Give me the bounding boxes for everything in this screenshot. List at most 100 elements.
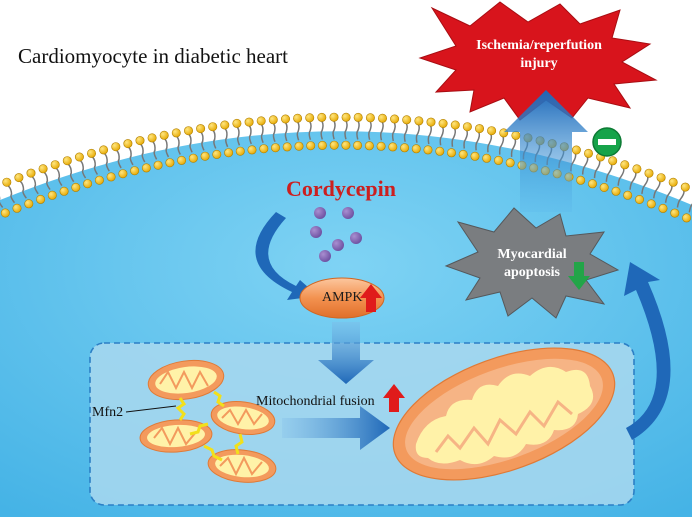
ampk-label: AMPK: [322, 290, 363, 305]
mitochondrion: [147, 359, 225, 401]
lipid-head: [458, 149, 468, 159]
lipid-tail: [688, 203, 692, 213]
lipid-head: [487, 126, 497, 136]
lipid-tail: [308, 121, 312, 140]
mitochondrion: [139, 419, 213, 453]
apoptosis-label: Myocardial apoptosis: [474, 246, 590, 282]
lipid-head: [74, 152, 84, 162]
lipid-tail: [272, 123, 276, 143]
cell-membrane: [0, 112, 692, 223]
lipid-tail: [7, 185, 16, 204]
lipid-head: [329, 112, 339, 122]
lipid-head: [644, 168, 654, 178]
ischemia-starburst: [418, 1, 658, 121]
lipid-head: [224, 148, 234, 158]
lipid-head: [623, 190, 633, 200]
lipid-head: [608, 156, 618, 166]
lipid-head: [306, 141, 316, 151]
lipid-tail: [164, 138, 170, 158]
lipid-head: [99, 145, 109, 155]
lipid-head: [62, 156, 72, 166]
lipid-head: [177, 155, 187, 165]
lipid-tail: [439, 127, 445, 146]
diagram-title: Cardiomyocyte in diabetic heart: [18, 44, 288, 68]
lipid-head: [0, 208, 10, 218]
lipid-head: [118, 169, 128, 179]
mfn2-label: Mfn2: [92, 405, 124, 420]
lipid-tail: [463, 130, 469, 149]
lipid-tail: [152, 141, 158, 160]
lipid-tail: [332, 120, 336, 140]
lipid-tail: [92, 156, 99, 175]
lipid-head: [388, 142, 398, 152]
lipid-head: [106, 172, 116, 182]
lipid-tail: [19, 180, 27, 199]
lipid-head: [450, 120, 460, 130]
fusion-label: Mitochondrial fusion: [256, 394, 375, 409]
up-arrow-icon: [383, 384, 405, 412]
lipid-tail: [212, 130, 217, 149]
lipid-head: [50, 160, 60, 170]
mfn2-tethers: [175, 390, 244, 462]
lipid-tail: [128, 146, 134, 166]
lipid-head: [646, 199, 656, 209]
ischemia-label: Ischemia/reperfution injury: [454, 37, 624, 73]
lipid-tail: [368, 121, 372, 140]
lipid-tail: [510, 138, 517, 157]
lipid-head: [196, 124, 206, 134]
lipid-tail: [641, 176, 649, 194]
lipid-head: [111, 142, 121, 152]
lipid-head: [282, 142, 292, 152]
lipid-tail: [188, 134, 193, 153]
lipid-tail: [652, 181, 661, 199]
lipid-tail: [593, 160, 601, 179]
lipid-head: [59, 186, 69, 196]
lipid-head: [130, 166, 140, 176]
lipid-tail: [451, 128, 457, 147]
lipid-head: [493, 155, 503, 165]
lipid-head: [680, 182, 690, 192]
lipid-tail: [605, 164, 613, 182]
lipid-tail: [487, 134, 493, 153]
lipid-head: [153, 160, 163, 170]
lipid-head: [658, 203, 668, 213]
curved-arrow-to-ampk: [255, 212, 318, 300]
mfn2-pointer: [125, 405, 177, 413]
lipid-tail: [629, 172, 637, 190]
lipid-head: [47, 190, 57, 200]
lipid-head: [341, 140, 351, 150]
lipid-head: [2, 177, 12, 187]
lipid-head: [376, 141, 386, 151]
lipid-head: [317, 112, 327, 122]
lipid-tail: [664, 185, 673, 203]
lipid-head: [12, 203, 22, 213]
lipid-head: [71, 182, 81, 192]
lipid-tail: [427, 125, 432, 145]
lipid-head: [587, 179, 597, 189]
lipid-tail: [104, 153, 110, 172]
lipid-head: [141, 163, 151, 173]
curved-arrow-to-apoptosis: [624, 262, 671, 440]
lipid-head: [38, 164, 48, 174]
drug-label: Cordycepin: [286, 176, 396, 201]
apoptosis-line-1: Myocardial: [497, 247, 567, 262]
down-arrow-ampk: [318, 322, 374, 384]
lipid-tail: [80, 160, 87, 179]
lipid-head: [235, 146, 245, 156]
lipid-head: [353, 140, 363, 150]
lipid-head: [620, 160, 630, 170]
lipid-tail: [320, 120, 324, 140]
lipid-head: [423, 145, 433, 155]
lipid-head: [365, 113, 375, 123]
lipid-head: [414, 116, 424, 126]
apoptosis-line-2: apoptosis: [503, 265, 561, 280]
lipid-tail: [116, 150, 122, 169]
right-arrow-fusion: [282, 406, 390, 450]
lipid-head: [364, 141, 374, 151]
inhibition-icon: [592, 127, 622, 157]
lipid-head: [268, 115, 278, 125]
lipid-tail: [67, 164, 75, 183]
lipid-head: [474, 124, 484, 134]
lipid-tail: [296, 121, 300, 141]
